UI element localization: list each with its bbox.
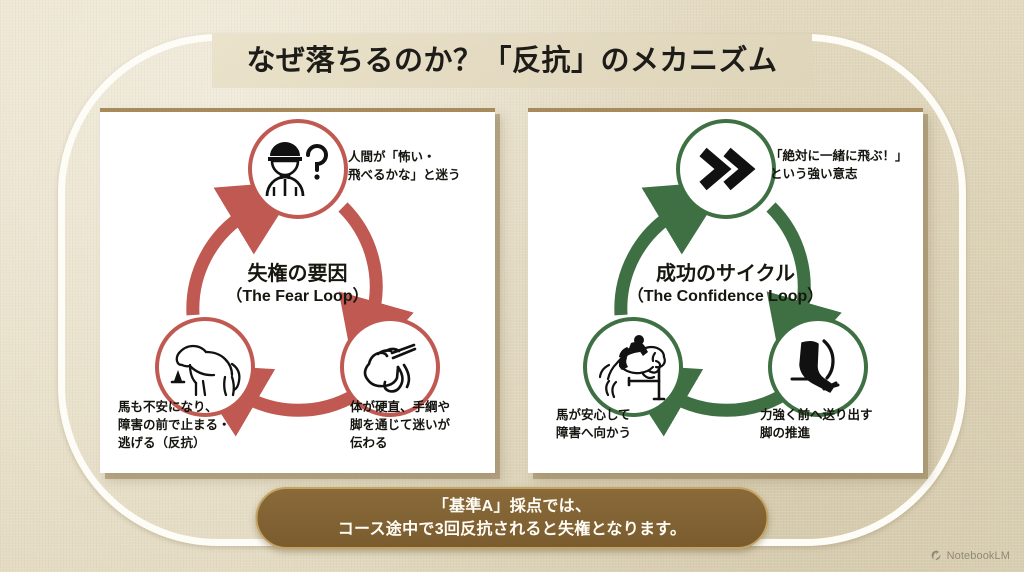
fear-loop-diagram: 失権の要因 （The Fear Loop） 人間が「怖い・ 飛べるかな」と迷う … xyxy=(100,112,495,473)
node-circle-top xyxy=(676,119,776,219)
fear-loop-card: 失権の要因 （The Fear Loop） 人間が「怖い・ 飛べるかな」と迷う … xyxy=(100,108,495,473)
banner-line-1: 「基準A」採点では、 xyxy=(432,497,592,515)
notebooklm-watermark: NotebookLM xyxy=(930,549,1010,562)
title-backdrop xyxy=(212,34,812,88)
node-circle-bottom-left xyxy=(155,317,255,417)
node-circle-bottom-right xyxy=(340,317,440,417)
node-circle-top xyxy=(248,119,348,219)
notebooklm-logo-icon xyxy=(931,550,940,560)
summary-banner: 「基準A」採点では、 コース途中で3回反抗されると失権となります。 xyxy=(255,487,769,549)
node-circle-bottom-right xyxy=(768,317,868,417)
page-title: なぜ落ちるのか？「反抗」のメカニズム xyxy=(246,45,778,77)
confidence-loop-card: 成功のサイクル （The Confidence Loop） 「絶対に一緒に飛ぶ！… xyxy=(528,108,923,473)
fear-loop-graphic xyxy=(155,119,440,437)
confidence-loop-diagram: 成功のサイクル （The Confidence Loop） 「絶対に一緒に飛ぶ！… xyxy=(528,112,923,473)
confidence-loop-graphic xyxy=(583,119,868,437)
node-circle-bottom-left xyxy=(583,317,683,417)
banner-line-2: コース途中で3回反抗されると失権となります。 xyxy=(337,521,687,538)
page-title-container: なぜ落ちるのか？「反抗」のメカニズム xyxy=(0,34,1024,88)
watermark-label: NotebookLM xyxy=(946,549,1010,562)
